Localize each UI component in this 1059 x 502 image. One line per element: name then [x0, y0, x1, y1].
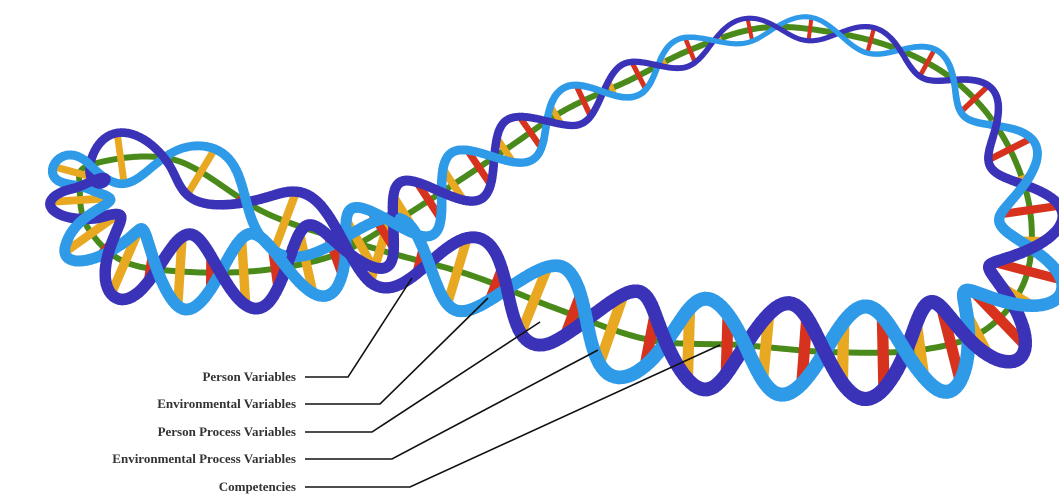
dark-blue-strand [377, 286, 381, 287]
label-competencies: Competencies [219, 479, 296, 495]
dark-blue-strand [399, 182, 401, 183]
light-blue-strand [947, 391, 950, 392]
light-blue-strand [124, 183, 127, 184]
dark-blue-strand [991, 87, 993, 89]
light-blue-strand [351, 208, 353, 209]
red-rung [809, 17, 812, 40]
label-person-variables: Person Variables [202, 369, 296, 385]
dark-blue-strand [190, 197, 193, 199]
light-blue-strand [451, 152, 453, 153]
dark-blue-strand [1020, 356, 1022, 358]
label-environmental-process-variables: Environmental Process Variables [112, 451, 296, 467]
dark-blue-strand [506, 119, 508, 120]
light-blue-strand [565, 86, 568, 87]
dark-blue-strand [871, 27, 874, 28]
yellow-rung [117, 133, 124, 184]
light-blue-strand [778, 394, 781, 395]
light-blue-strand [455, 310, 458, 311]
dark-blue-strand [529, 342, 532, 344]
dark-blue-strand [742, 19, 745, 20]
light-blue-strand [1033, 141, 1035, 144]
dark-blue-strand [120, 215, 121, 216]
light-blue-strand [677, 39, 679, 40]
helix-axis [79, 27, 1032, 353]
light-blue-strand [87, 162, 90, 165]
leader-line-competencies [305, 345, 720, 487]
yellow-rung [187, 149, 215, 195]
label-environmental-variables: Environmental Variables [157, 396, 296, 412]
light-blue-strand [611, 376, 615, 377]
label-person-process-variables: Person Process Variables [158, 424, 296, 440]
dark-blue-strand [307, 225, 309, 226]
red-rung [748, 18, 753, 41]
dark-blue-strand [623, 64, 625, 65]
light-blue-strand [935, 49, 937, 50]
